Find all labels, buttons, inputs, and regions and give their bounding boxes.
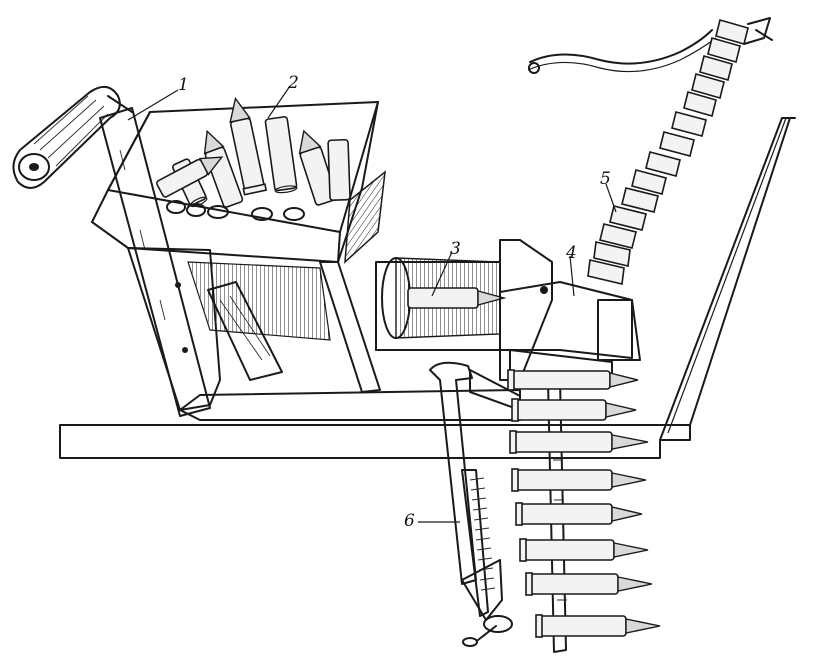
loaded-cartridge (509, 430, 649, 454)
loaded-cartridge (519, 538, 649, 562)
callout-labels: 1 2 3 4 5 6 (178, 73, 611, 531)
table-board (59, 117, 796, 459)
clamp-with-screw (429, 361, 521, 647)
cartridge-hopper (91, 101, 386, 264)
loaded-cartridge (525, 572, 653, 596)
belt-link-chain (587, 17, 773, 285)
loaded-cartridge (515, 502, 643, 526)
label-2: 2 (287, 73, 299, 93)
label-5: 5 (600, 169, 611, 189)
loaded-belt (507, 369, 661, 653)
loaded-cartridge (511, 398, 637, 422)
loaded-cartridge (511, 468, 647, 492)
loaded-cartridge (507, 369, 639, 391)
label-3: 3 (450, 239, 461, 259)
empty-belt-links (527, 17, 773, 285)
label-6: 6 (404, 511, 415, 531)
feed-mechanism (375, 257, 507, 351)
callout-leaders (127, 85, 617, 523)
lever-arm (99, 107, 211, 417)
label-4: 4 (565, 243, 577, 263)
hopper-cartridges (156, 96, 351, 221)
label-1: 1 (178, 75, 189, 95)
rammer-block (499, 239, 641, 381)
loaded-cartridge (535, 614, 661, 638)
